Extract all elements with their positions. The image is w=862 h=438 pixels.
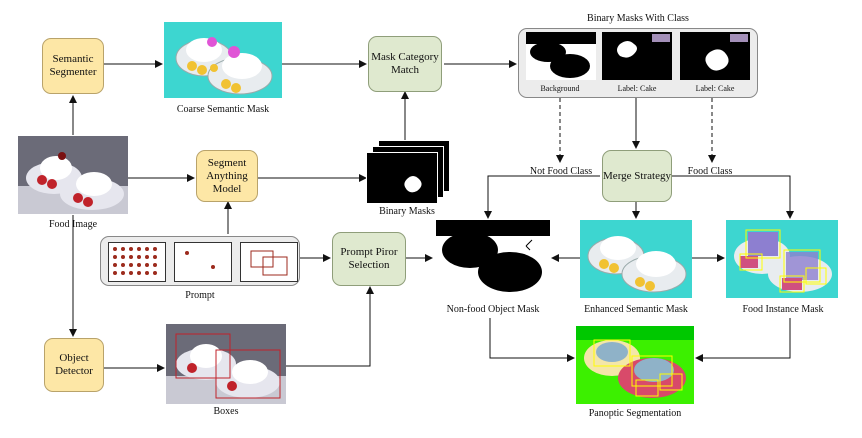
prompt-points (174, 242, 232, 282)
binary-mask-front-graphic (404, 176, 422, 193)
not-food-class-label: Not Food Class (529, 166, 593, 177)
segment-anything-model-node: Segment Anything Model (196, 150, 258, 202)
coarse-semantic-mask-image (164, 22, 282, 98)
semantic-segmenter-node: Semantic Segmenter (42, 38, 104, 94)
food-class-label: Food Class (687, 166, 733, 177)
merge-strategy-node: Merge Strategy (602, 150, 672, 202)
enhanced-semantic-mask-image (580, 220, 692, 298)
food-instance-mask-image (726, 220, 838, 298)
panoptic-segmentation-caption: Panoptic Segmentation (588, 408, 682, 419)
food-image-graphic (18, 152, 128, 214)
background-caption: Background (540, 84, 580, 93)
prompt-point-grid-graphic (113, 247, 157, 275)
binary-masks-caption: Binary Masks (379, 206, 435, 217)
cake-mask-graphic-1 (617, 34, 670, 58)
prompt-prior-selection-node: Prompt Piror Selection (332, 232, 406, 286)
prompt-caption: Prompt (185, 290, 215, 301)
background-mask-image (526, 32, 596, 80)
binary-masks-with-class-title: Binary Masks With Class (587, 13, 689, 24)
panoptic-segmentation-image (576, 326, 694, 404)
boxes-image (166, 324, 286, 404)
non-food-object-mask-caption: Non-food Object Mask (446, 304, 540, 315)
prompt-point-grid (108, 242, 166, 282)
object-detector-label: Object Detector (55, 352, 93, 377)
coarse-semantic-mask-graphic (175, 37, 273, 95)
cake-mask-image-2 (680, 32, 750, 80)
coarse-semantic-mask-caption: Coarse Semantic Mask (176, 104, 270, 115)
segment-anything-model-label: Segment Anything Model (206, 156, 248, 195)
merge-strategy-label: Merge Strategy (603, 169, 671, 182)
semantic-segmenter-label: Semantic Segmenter (49, 53, 97, 78)
arrow-merge-to-nonfood (484, 175, 600, 219)
arrow-merge-to-foodinstance (672, 175, 794, 219)
mask-category-match-label: Mask Category Match (371, 51, 439, 76)
enhanced-semantic-mask-graphic (587, 236, 687, 293)
prompt-points-graphic (185, 251, 215, 269)
food-instance-mask-caption: Food Instance Mask (742, 304, 824, 315)
enhanced-semantic-mask-caption: Enhanced Semantic Mask (584, 304, 688, 315)
food-instance-mask-graphic (734, 229, 832, 293)
prompt-boxes (240, 242, 298, 282)
non-food-object-mask-graphic (436, 220, 550, 292)
cake-mask-image-1 (602, 32, 672, 80)
arrow-nonfood-to-panoptic (489, 318, 575, 362)
panoptic-segmentation-graphic (576, 326, 694, 398)
object-detector-node: Object Detector (44, 338, 104, 392)
food-image (18, 136, 128, 214)
cake-mask-graphic-2 (705, 34, 748, 71)
mask-category-match-node: Mask Category Match (368, 36, 442, 92)
arrow-boxes-to-selection (286, 286, 374, 367)
boxes-caption: Boxes (213, 406, 239, 417)
prompt-boxes-graphic (250, 250, 288, 276)
food-image-caption: Food Image (48, 219, 98, 230)
prompt-prior-selection-label: Prompt Piror Selection (340, 246, 398, 271)
binary-mask-layer-front (366, 152, 438, 204)
non-food-object-mask-image (436, 220, 550, 298)
label-cake-caption-1: Label: Cake (617, 84, 657, 93)
boxes-image-graphic (166, 333, 286, 404)
arrow-instance-to-panoptic (695, 318, 791, 362)
label-cake-caption-2: Label: Cake (695, 84, 735, 93)
background-mask-graphic (526, 32, 596, 78)
